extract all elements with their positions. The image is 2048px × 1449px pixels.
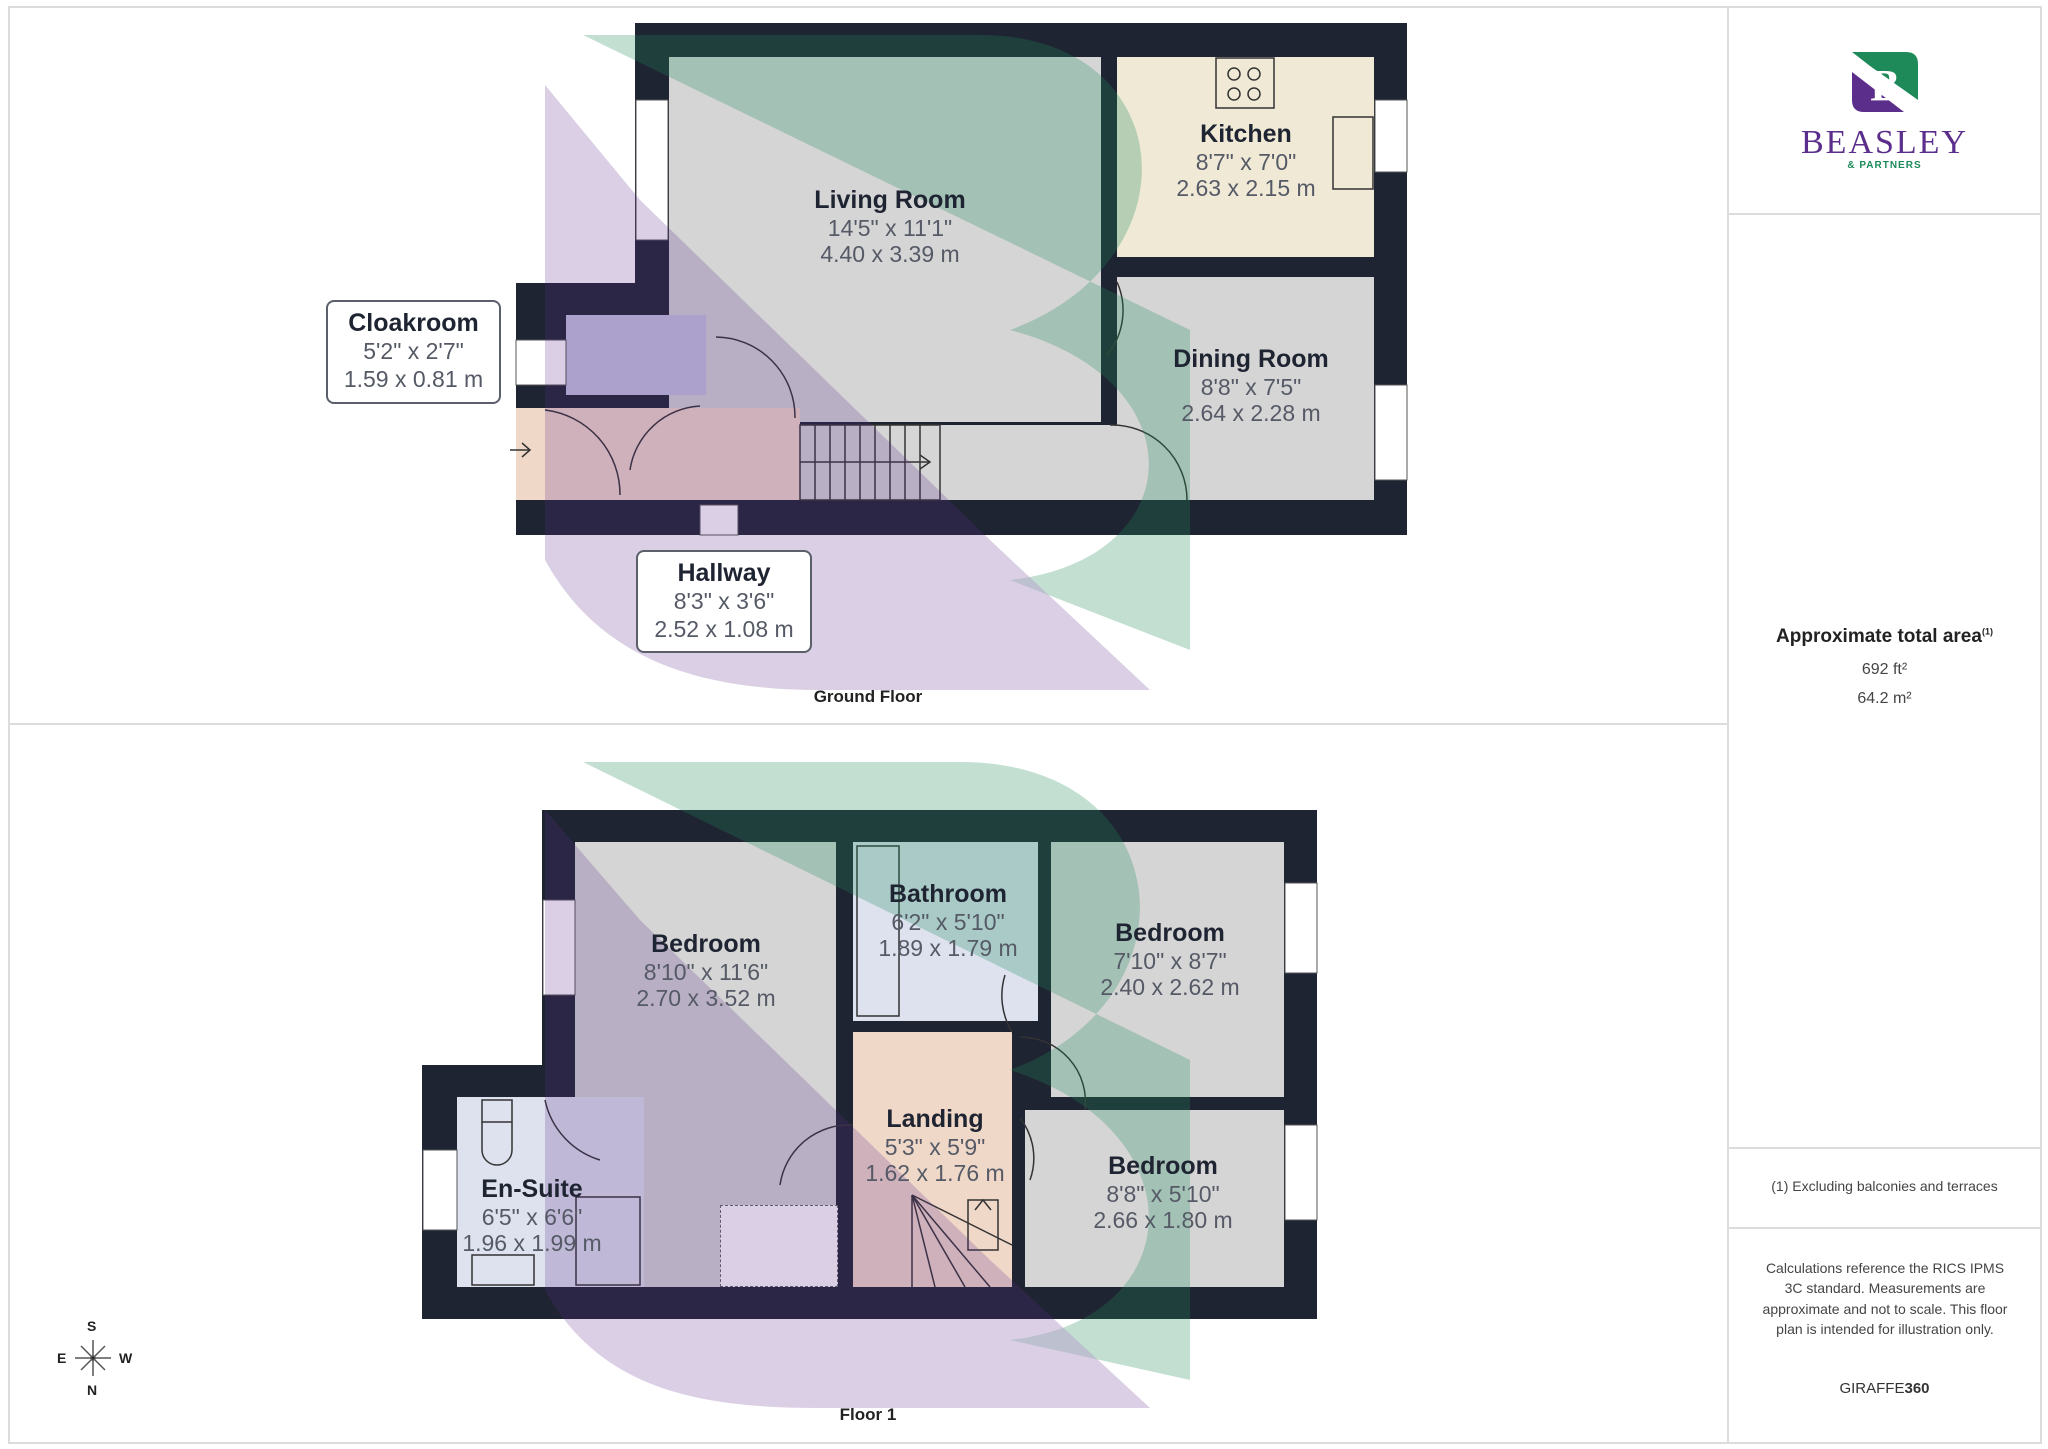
shower-icon <box>575 1196 641 1286</box>
gf-door-arcs <box>544 281 1188 501</box>
bath-icon <box>856 845 900 1017</box>
landing-area <box>853 1032 1012 1287</box>
hallway-label: Hallway 8'3" x 3'6" 2.52 x 1.08 m <box>636 550 812 653</box>
bedroom-3-area <box>1025 1110 1284 1287</box>
sidebar-divider-3 <box>1727 1227 2042 1229</box>
ff-windows <box>422 882 1318 1231</box>
compass-w: W <box>119 1350 133 1366</box>
area-title: Approximate total area(1) <box>1776 626 1993 647</box>
basin-icon <box>471 1254 535 1286</box>
ff-stairs-icon <box>911 1194 1013 1288</box>
ensuite-label: En-Suite 6'5" x 6'6" 1.96 x 1.99 m <box>462 1175 602 1257</box>
ff-watermark-logo <box>545 762 1190 1408</box>
living-room-label: Living Room 14'5" x 11'1" 4.40 x 3.39 m <box>814 186 966 268</box>
brand-name: BEASLEY <box>1801 124 1968 161</box>
hob-icon <box>1215 57 1275 109</box>
landing-label: Landing 5'3" x 5'9" 1.62 x 1.76 m <box>865 1105 1005 1187</box>
entrance-arrow-icon <box>510 442 532 458</box>
compass-s: S <box>87 1318 97 1334</box>
bedroom-2-area <box>1051 842 1284 1097</box>
area-ft: 692 ft² <box>1861 661 1908 678</box>
disclaimer: Calculations reference the RICS IPMS 3C … <box>1762 1260 2008 1337</box>
compass-icon <box>75 1340 111 1376</box>
sidebar-frame <box>1727 6 2042 1444</box>
cupboard-area <box>720 1205 838 1287</box>
footnote: (1) Excluding balconies and terraces <box>1771 1178 1998 1194</box>
floor-divider <box>8 723 1729 725</box>
sidebar-divider-1 <box>1727 213 2042 215</box>
svg-text:B: B <box>1870 61 1899 110</box>
bedroom-2-label: Bedroom 7'10" x 8'7" 2.40 x 2.62 m <box>1100 919 1240 1001</box>
cloakroom-area <box>566 315 706 395</box>
gf-windows <box>515 99 1408 536</box>
ground-floor-title: Ground Floor <box>813 687 923 706</box>
dining-room-label: Dining Room 8'8" x 7'5" 2.64 x 2.28 m <box>1173 345 1329 427</box>
floor-1-title: Floor 1 <box>839 1405 897 1424</box>
ff-door-arcs <box>544 974 1087 1186</box>
credit: GIRAFFE360 <box>1839 1380 1930 1397</box>
brand-sub: & PARTNERS <box>1847 160 1922 171</box>
sink-icon <box>1332 116 1374 190</box>
bathroom-label: Bathroom 6'2" x 5'10" 1.89 x 1.79 m <box>878 880 1018 962</box>
kitchen-area <box>1117 57 1374 257</box>
watermark-logo <box>545 35 1190 690</box>
toilet-icon <box>481 1099 513 1166</box>
cloakroom-label: Cloakroom 5'2" x 2'7" 1.59 x 0.81 m <box>326 300 501 404</box>
compass-e: E <box>57 1350 67 1366</box>
area-m: 64.2 m² <box>1857 690 1912 707</box>
bedroom-3-label: Bedroom 8'8" x 5'10" 2.66 x 1.80 m <box>1093 1152 1233 1234</box>
compass-n: N <box>87 1382 98 1398</box>
kitchen-label: Kitchen 8'7" x 7'0" 2.63 x 2.15 m <box>1176 120 1316 202</box>
dining-room-area <box>1117 277 1374 500</box>
bathroom-area <box>853 842 1038 1021</box>
sidebar-divider-2 <box>1727 1147 2042 1149</box>
living-room-area <box>669 57 1101 422</box>
bedroom-1-label: Bedroom 8'10" x 11'6" 2.70 x 3.52 m <box>636 930 776 1012</box>
hallway-area <box>516 408 800 500</box>
